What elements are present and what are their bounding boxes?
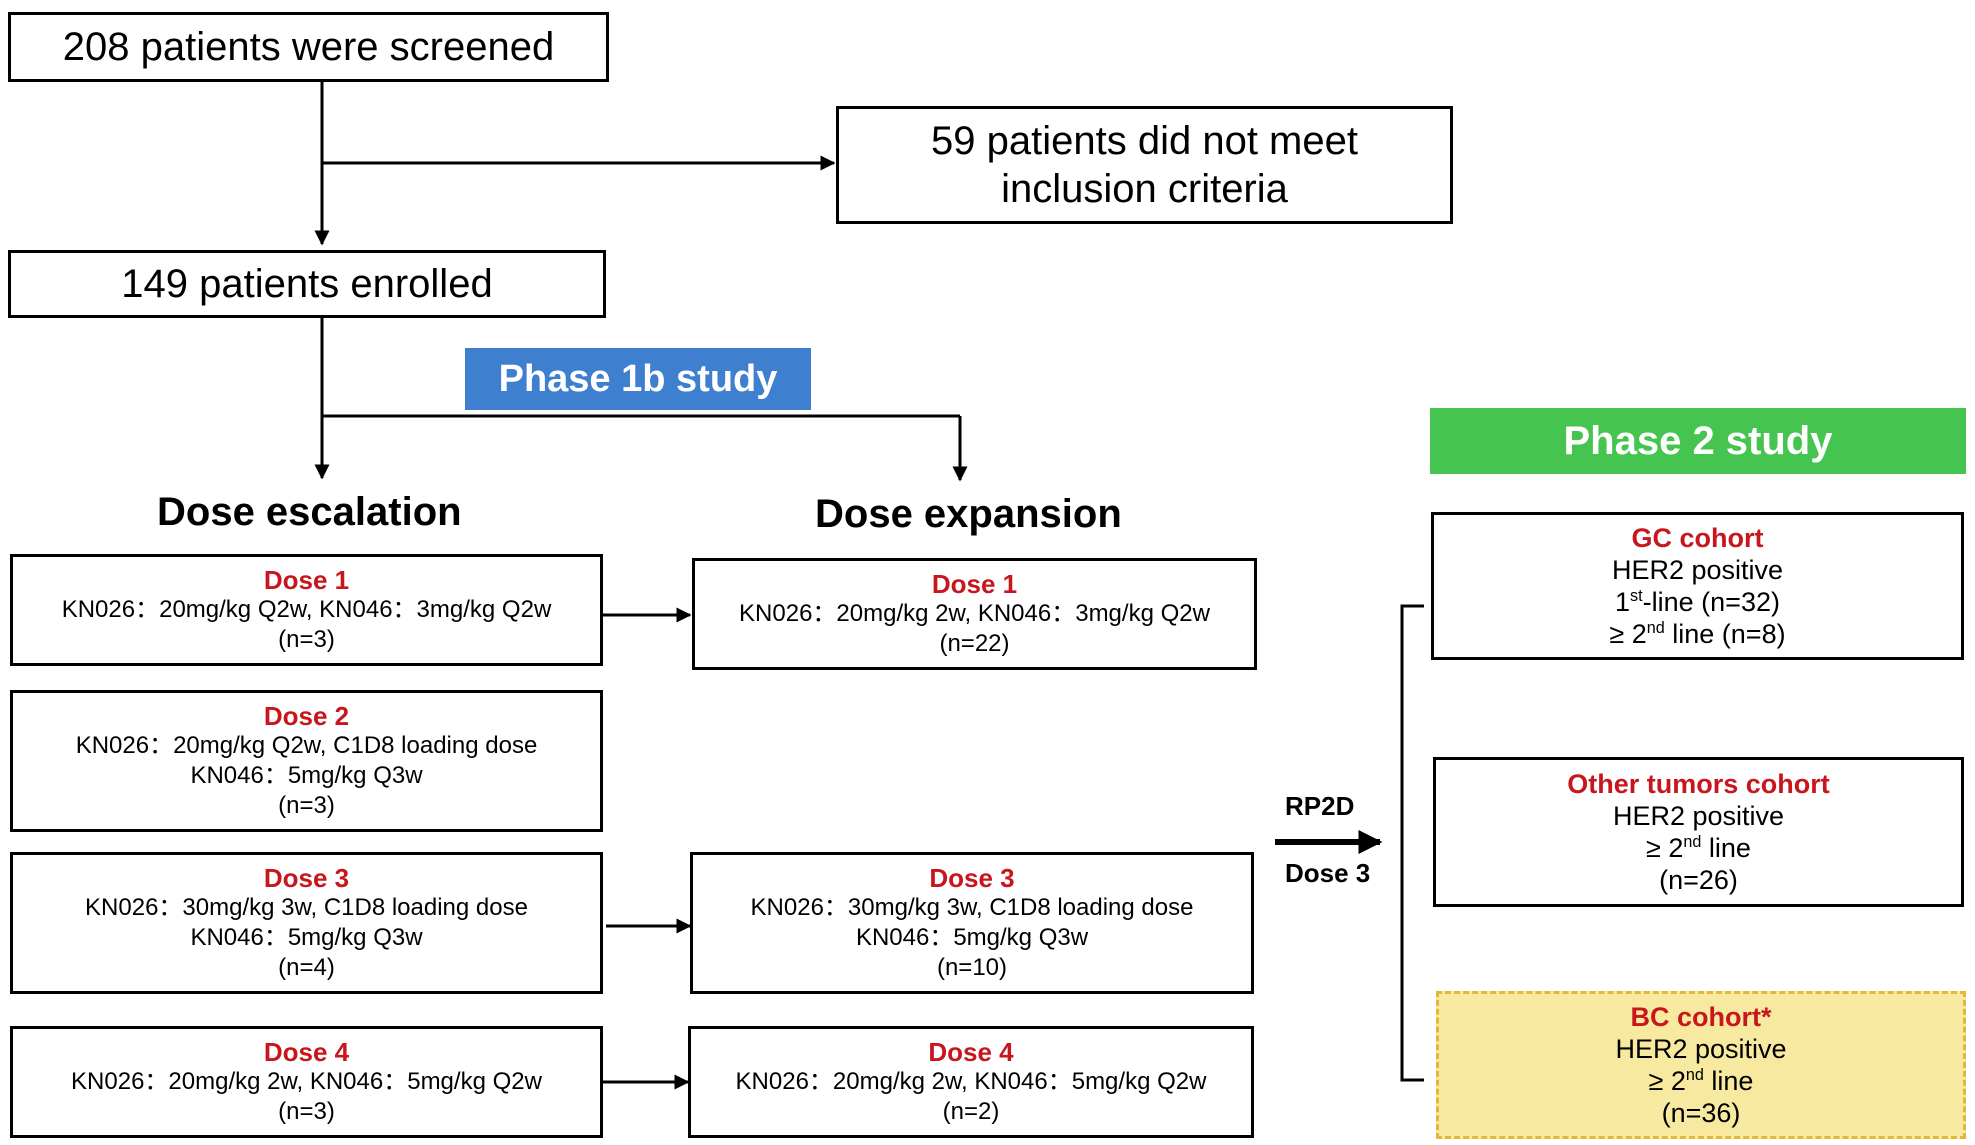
dose-n: (n=3) [278, 1098, 335, 1125]
cohort-text: line [1703, 1066, 1754, 1096]
dose-line: KN046：5mg/kg Q3w [190, 762, 423, 789]
phase2-banner: Phase 2 study [1430, 408, 1966, 474]
dose-title: Dose 1 [931, 569, 1018, 599]
escalation-dose-1: Dose 1 KN026：20mg/kg Q2w, KN046：3mg/kg Q… [10, 554, 603, 666]
dose-expansion-heading: Dose expansion [815, 492, 1122, 536]
expansion-dose-4: Dose 4 KN026：20mg/kg 2w, KN046：5mg/kg Q2… [688, 1026, 1254, 1138]
cohort-line: ≥ 2nd line [1649, 1065, 1754, 1097]
dose-line: KN026：20mg/kg Q2w, C1D8 loading dose [75, 732, 538, 759]
expansion-dose-1: Dose 1 KN026：20mg/kg 2w, KN046：3mg/kg Q2… [692, 558, 1257, 670]
dose-title: Dose 4 [928, 1037, 1014, 1067]
dose-title: Dose 3 [929, 863, 1015, 893]
dose-line: KN026：20mg/kg Q2w, KN046：3mg/kg Q2w [61, 596, 552, 623]
cohort-bracket [1400, 604, 1424, 1082]
cohort-line: ≥ 2nd line (n=8) [1609, 618, 1785, 650]
cohort-sup: st [1630, 587, 1643, 605]
screened-box: 208 patients were screened [8, 12, 609, 82]
cohort-text: ≥ 2 [1648, 1066, 1686, 1096]
cohort-sup: nd [1683, 833, 1702, 851]
dose-line: KN026：20mg/kg 2w, KN046：5mg/kg Q2w [71, 1068, 542, 1095]
dose-title: Dose 4 [263, 1037, 350, 1067]
cohort-text: -line (n=32) [1642, 587, 1780, 617]
dose-line: KN026：30mg/kg 3w, C1D8 loading dose [750, 894, 1194, 921]
enrolled-box: 149 patients enrolled [8, 250, 606, 318]
cohort-line: (n=26) [1659, 865, 1738, 895]
cohort-sup: nd [1646, 619, 1665, 637]
cohort-sup: nd [1685, 1066, 1704, 1084]
other-tumors-cohort-box: Other tumors cohort HER2 positive ≥ 2nd … [1433, 757, 1964, 907]
escalation-dose-4: Dose 4 KN026：20mg/kg 2w, KN046：5mg/kg Q2… [10, 1026, 603, 1138]
escalation-dose-3: Dose 3 KN026：30mg/kg 3w, C1D8 loading do… [10, 852, 603, 994]
dose-title: Dose 3 [263, 863, 350, 893]
phase1b-banner: Phase 1b study [465, 348, 811, 410]
cohort-line: HER2 positive [1615, 1034, 1787, 1064]
cohort-line: HER2 positive [1612, 801, 1785, 831]
dose-line: KN046：5mg/kg Q3w [190, 924, 423, 951]
cohort-title: BC cohort* [1630, 1002, 1772, 1032]
gc-cohort-box: GC cohort HER2 positive 1st-line (n=32) … [1431, 512, 1964, 660]
dose-title: Dose 1 [263, 565, 350, 595]
excluded-text-1: 59 patients did not meet [931, 119, 1358, 163]
cohort-text: 1 [1615, 587, 1631, 617]
dose-n: (n=3) [278, 792, 335, 819]
cohort-title: Other tumors cohort [1567, 769, 1830, 799]
cohort-line: (n=36) [1661, 1098, 1741, 1128]
cohort-text: line [1701, 833, 1751, 863]
cohort-line: 1st-line (n=32) [1615, 586, 1780, 618]
dose-line: KN046：5mg/kg Q3w [855, 924, 1089, 951]
dose-escalation-heading: Dose escalation [157, 490, 462, 534]
cohort-line: ≥ 2nd line [1646, 832, 1751, 864]
phase2-label: Phase 2 study [1563, 418, 1833, 463]
enrolled-text: 149 patients enrolled [121, 262, 493, 306]
dose-n: (n=4) [278, 954, 335, 981]
screened-text: 208 patients were screened [62, 25, 555, 69]
dose-line: KN026：20mg/kg 2w, KN046：3mg/kg Q2w [739, 600, 1210, 627]
escalation-dose-2: Dose 2 KN026：20mg/kg Q2w, C1D8 loading d… [10, 690, 603, 832]
cohort-line: HER2 positive [1611, 555, 1784, 585]
rp2d-dose-label: Dose 3 [1285, 858, 1371, 888]
dose-line: KN026：30mg/kg 3w, C1D8 loading dose [85, 894, 528, 921]
dose-n: (n=10) [936, 954, 1008, 981]
dose-n: (n=22) [939, 630, 1010, 657]
phase1b-label: Phase 1b study [498, 357, 778, 400]
dose-n: (n=3) [278, 626, 335, 653]
excluded-text-2: inclusion criteria [1001, 167, 1288, 211]
dose-n: (n=2) [942, 1098, 1000, 1125]
expansion-dose-3: Dose 3 KN026：30mg/kg 3w, C1D8 loading do… [690, 852, 1254, 994]
rp2d-label: RP2D [1285, 791, 1355, 821]
excluded-box: 59 patients did not meet inclusion crite… [836, 106, 1453, 224]
bc-cohort-box: BC cohort* HER2 positive ≥ 2nd line (n=3… [1436, 991, 1966, 1139]
cohort-text: line (n=8) [1664, 619, 1786, 649]
cohort-text: ≥ 2 [1609, 619, 1647, 649]
cohort-title: GC cohort [1631, 523, 1764, 553]
cohort-text: ≥ 2 [1646, 833, 1684, 863]
dose-title: Dose 2 [263, 701, 350, 731]
dose-line: KN026：20mg/kg 2w, KN046：5mg/kg Q2w [735, 1068, 1207, 1095]
